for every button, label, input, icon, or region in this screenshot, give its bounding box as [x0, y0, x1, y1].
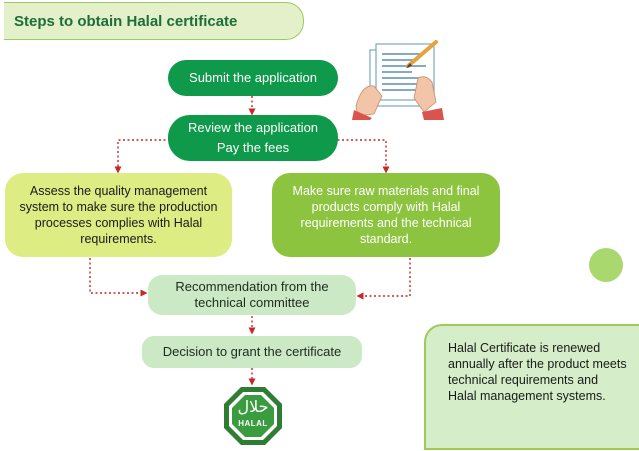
step-pay-fees-label: Pay the fees: [216, 140, 290, 155]
step-decision-label: Decision to grant the certificate: [162, 344, 342, 359]
renewal-note-text: Halal Certificate is renewed annually af…: [448, 341, 627, 403]
halal-logo-latin: HALAL: [238, 419, 268, 428]
step-submit-application: Submit the application: [168, 60, 338, 96]
halal-logo-arabic: حلال: [237, 397, 269, 416]
renewal-note: Halal Certificate is renewed annually af…: [424, 324, 639, 450]
page-title: Steps to obtain Halal certificate: [4, 2, 304, 40]
step-submit-label: Submit the application: [189, 70, 317, 85]
document-pen-icon: [352, 40, 444, 120]
decorative-circle: [589, 248, 623, 282]
step-decision: Decision to grant the certificate: [142, 336, 362, 368]
step-raw-materials-label: Make sure raw materials and final produc…: [292, 184, 480, 246]
arrow-assess-recommendation: [89, 258, 148, 297]
step-review-label: Review the application: [187, 120, 319, 135]
step-recommendation-line1: Recommendation from the: [175, 279, 329, 294]
step-raw-materials-check: Make sure raw materials and final produc…: [272, 173, 500, 257]
step-review-application: Review the application Pay the fees: [168, 115, 338, 161]
arrow-review-assess: [114, 139, 170, 174]
arrow-materials-recommendation: [356, 258, 411, 300]
step-recommendation: Recommendation from the technical commit…: [148, 275, 356, 315]
halal-logo-icon: حلال HALAL: [223, 386, 283, 446]
step-recommendation-line2: technical committee: [194, 295, 310, 310]
step-assess-label: Assess the quality management system to …: [19, 184, 218, 246]
page-title-text: Steps to obtain Halal certificate: [14, 12, 238, 30]
arrow-review-materials: [333, 139, 390, 174]
step-assess-quality-system: Assess the quality management system to …: [5, 173, 232, 257]
